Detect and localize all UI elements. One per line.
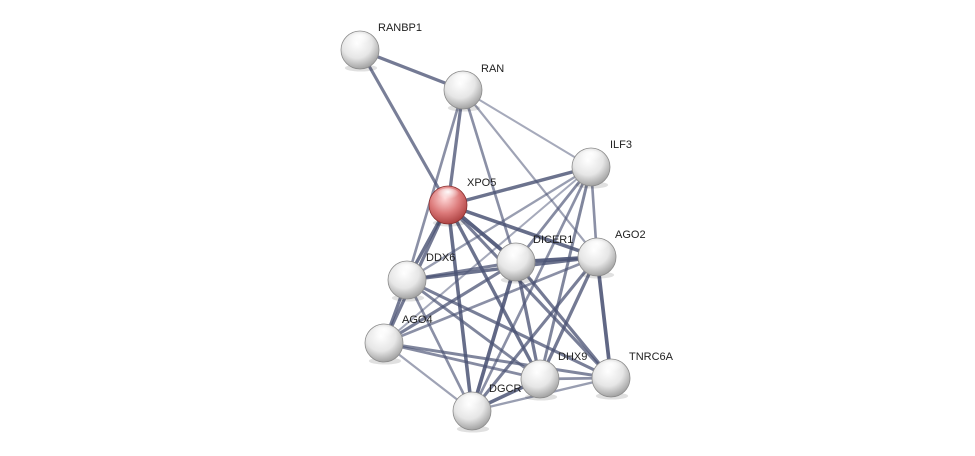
node-dicer1[interactable]: DICER1 xyxy=(496,234,573,284)
node-highlight xyxy=(436,188,460,203)
node-highlight xyxy=(395,263,419,278)
node-label-ran: RAN xyxy=(481,63,504,75)
node-ranbp1[interactable]: RANBP1 xyxy=(340,22,422,72)
edge-ago2-dhx9 xyxy=(538,255,599,381)
node-highlight xyxy=(528,362,552,377)
edge-dicer1-dhx9 xyxy=(514,260,542,381)
edge-ilf3-dhx9 xyxy=(538,165,593,381)
node-label-ago2: AGO2 xyxy=(615,229,646,241)
edge-dicer1-tnrc6a xyxy=(514,260,613,380)
node-highlight xyxy=(599,361,623,376)
edge-ranbp1-xpo5 xyxy=(358,48,450,207)
edge-xpo5-dhx9 xyxy=(446,203,542,381)
node-label-dicer1: DICER1 xyxy=(533,234,573,246)
edge-ago2-dgcr8 xyxy=(470,255,599,413)
node-highlight xyxy=(451,73,475,88)
node-ilf3[interactable]: ILF3 xyxy=(571,139,632,189)
edge-ran-ddx6 xyxy=(405,88,465,282)
edge-ddx6-dgcr8 xyxy=(405,278,474,413)
edge-ilf3-dicer1 xyxy=(514,165,593,264)
node-label-dhx9: DHX9 xyxy=(558,351,587,363)
node-label-ilf3: ILF3 xyxy=(610,139,632,151)
edge-xpo5-dgcr8 xyxy=(446,203,474,413)
node-label-ranbp1: RANBP1 xyxy=(378,22,422,34)
edge-ago4-dhx9 xyxy=(382,341,542,381)
edge-ilf3-ago4 xyxy=(382,165,593,345)
node-tnrc6a[interactable]: TNRC6A xyxy=(591,351,674,400)
node-highlight xyxy=(372,326,396,341)
node-label-ddx6: DDX6 xyxy=(426,252,455,264)
edge-dicer1-ago4 xyxy=(382,260,518,345)
edge-ddx6-tnrc6a xyxy=(405,278,613,380)
edge-ran-dicer1 xyxy=(461,88,518,264)
edge-ago2-tnrc6a xyxy=(595,255,613,380)
node-dgcr8[interactable]: DGCR xyxy=(452,383,521,433)
node-ddx6[interactable]: DDX6 xyxy=(387,252,455,302)
node-highlight xyxy=(504,245,528,260)
node-xpo5[interactable]: XPO5 xyxy=(428,177,496,227)
node-ago4[interactable]: AGO4 xyxy=(364,314,433,365)
node-label-xpo5: XPO5 xyxy=(467,177,496,189)
edge-ago2-ago4 xyxy=(382,255,599,345)
edge-ago4-tnrc6a xyxy=(382,341,613,380)
node-label-dgcr8: DGCR xyxy=(489,383,521,395)
edge-dicer1-dgcr8 xyxy=(470,260,518,413)
node-label-ago4: AGO4 xyxy=(402,314,433,326)
edge-ilf3-ddx6 xyxy=(405,165,593,282)
edge-ilf3-dgcr8 xyxy=(470,165,593,413)
node-highlight xyxy=(585,240,609,255)
node-highlight xyxy=(460,394,484,409)
node-dhx9[interactable]: DHX9 xyxy=(520,351,587,401)
node-ago2[interactable]: AGO2 xyxy=(577,229,646,279)
node-highlight xyxy=(348,33,372,48)
node-highlight xyxy=(579,150,603,165)
node-label-tnrc6a: TNRC6A xyxy=(629,351,674,363)
node-ran[interactable]: RAN xyxy=(443,63,504,112)
edge-ran-ilf3 xyxy=(461,88,593,169)
edge-xpo5-ilf3 xyxy=(446,165,593,207)
